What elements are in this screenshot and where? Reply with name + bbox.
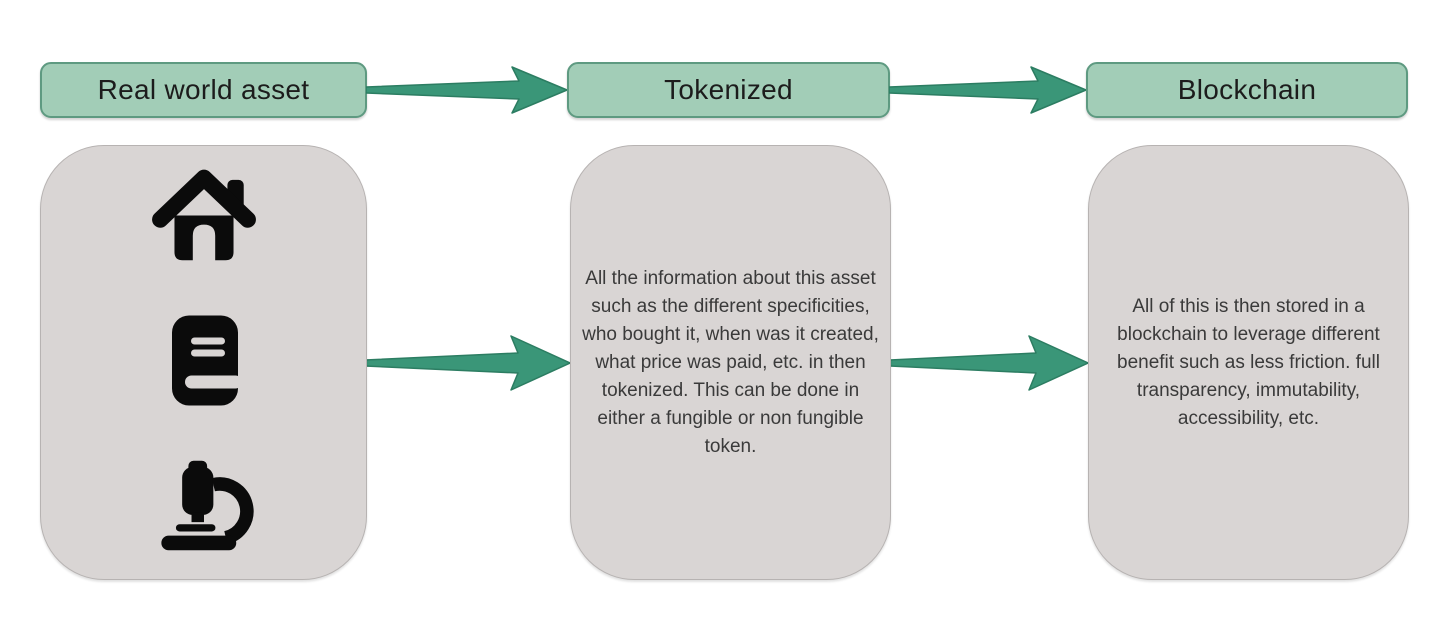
microscope-icon (160, 460, 254, 551)
header-box-real-world-asset: Real world asset (40, 62, 367, 118)
arrow-icon-tokenized-card-to-blockchain-card (890, 335, 1088, 391)
header-label-tokenized: Tokenized (664, 74, 793, 105)
arrow-icon-real-world-to-tokenized (366, 66, 567, 114)
card-blockchain: All of this is then stored in a blockcha… (1088, 145, 1409, 580)
header-label-blockchain: Blockchain (1177, 74, 1317, 105)
header-box-blockchain: Blockchain (1086, 62, 1408, 118)
blockchain-description: All of this is then stored in a blockcha… (1117, 295, 1380, 429)
house-icon (151, 169, 256, 261)
header-box-tokenized: Tokenized (567, 62, 890, 118)
card-tokenized: All the information about this asset suc… (570, 145, 891, 580)
card-real-world-asset (40, 145, 367, 580)
arrow-icon-asset-card-to-tokenized-card (365, 335, 570, 391)
arrow-icon-tokenized-to-blockchain (889, 66, 1086, 114)
tokenized-description: All the information about this asset suc… (582, 267, 879, 457)
header-label-real-world-asset: Real world asset (97, 74, 310, 105)
book-icon (171, 315, 242, 406)
